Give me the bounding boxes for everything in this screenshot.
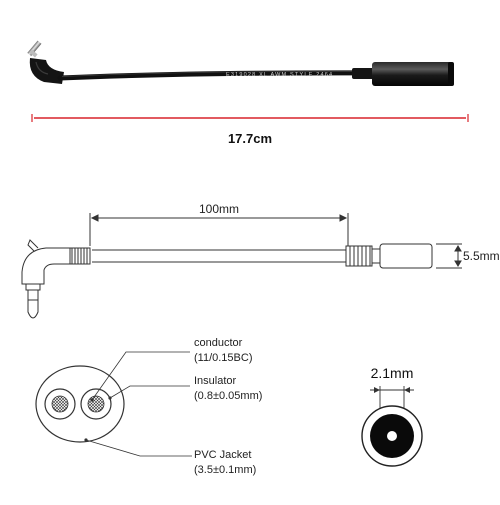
cable-cross-section: conductor (11/0.15BC) Insulator (0.8±0.0…: [35, 337, 262, 476]
leader-insulator: [109, 385, 190, 399]
drawn-female-barrel: [379, 243, 433, 269]
dim-arrows-vertical: [454, 245, 462, 267]
drawing-length-label: 100mm: [199, 202, 239, 216]
leader-conductor: [91, 351, 190, 401]
cable-print-text: E319028 ΧL AWM STYLE 2464: [226, 72, 333, 78]
insulator-label: Insulator: [194, 375, 237, 387]
leader-jacket: [85, 439, 192, 457]
jack-center-pin: [387, 431, 397, 441]
drawn-right-angle-plug: [21, 239, 70, 319]
cable-photo: E319028 ΧL AWM STYLE 2464: [27, 40, 454, 86]
insulator-spec: (0.8±0.05mm): [194, 390, 262, 402]
drawn-strain-relief-right: [345, 245, 381, 267]
pvc-jacket-outline: [35, 365, 125, 443]
right-angle-plug: [27, 40, 64, 84]
drawn-strain-relief-left: [69, 247, 91, 265]
conductor-spec: (11/0.15BC): [194, 352, 253, 364]
jacket-spec: (3.5±0.1mm): [194, 464, 256, 476]
photo-length-label: 17.7cm: [228, 131, 272, 146]
jack-end-view: 2.1mm: [361, 365, 423, 467]
cable-body: [57, 70, 403, 81]
jacket-label: PVC Jacket: [194, 449, 251, 461]
female-barrel: [352, 62, 454, 86]
cable-line-drawing: [21, 213, 462, 319]
dim-arrows: [90, 214, 348, 222]
conductor-left: [51, 395, 69, 413]
conductor-label: conductor: [194, 337, 243, 349]
conductor-right: [87, 395, 105, 413]
drawing-height-label: 5.5mm: [463, 249, 500, 263]
photo-length-dimension: 17.7cm: [31, 114, 469, 146]
jack-diameter-label: 2.1mm: [371, 365, 414, 381]
